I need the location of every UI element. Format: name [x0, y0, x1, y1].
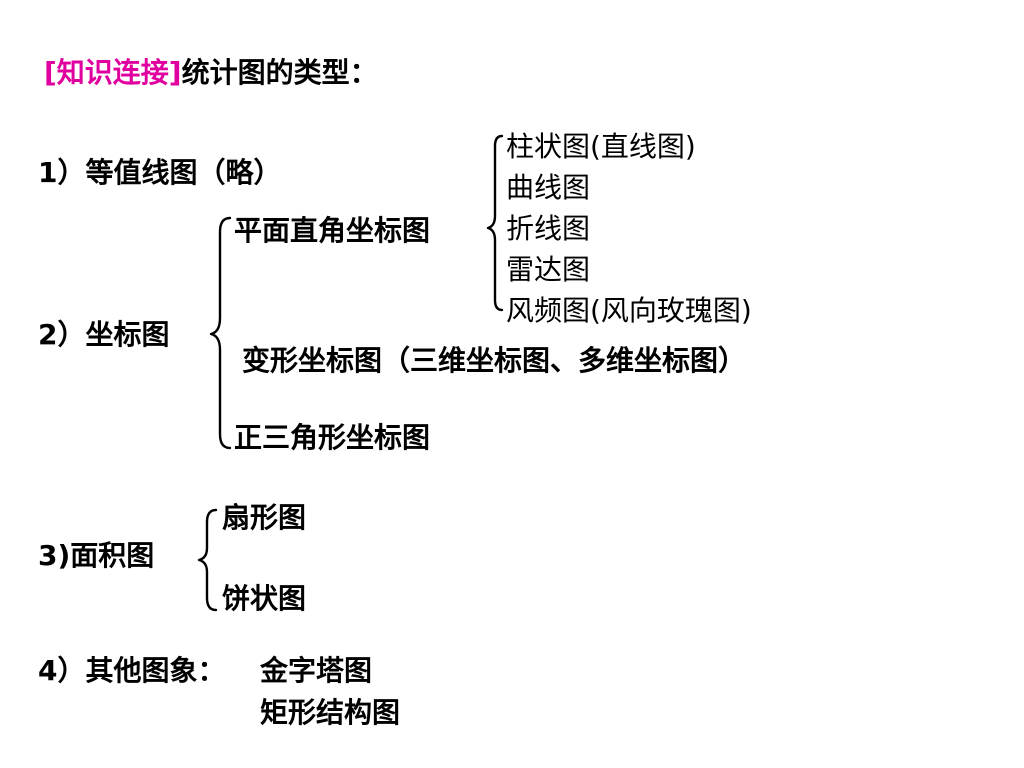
other-child-pyramid: 金字塔图	[260, 654, 373, 687]
item3-label: 3)面积图	[38, 539, 155, 572]
area-child-fan: 扇形图	[222, 501, 307, 534]
item4-label: 4）其他图象：	[38, 654, 226, 687]
heading-title: 统计图的类型：	[181, 56, 378, 89]
rect-coordinate-brace	[486, 134, 504, 312]
item1-label: 1）等值线图（略）	[38, 156, 282, 189]
area-child-pie: 饼状图	[222, 582, 307, 615]
item2-label: 2）坐标图	[38, 318, 170, 351]
deformed-coordinate-label: 变形坐标图（三维坐标图、多维坐标图）	[242, 344, 747, 377]
rect-child-curve: 曲线图	[506, 171, 591, 204]
triangle-coordinate-label: 正三角形坐标图	[234, 421, 431, 454]
rect-child-radar: 雷达图	[506, 253, 591, 286]
other-child-rect-structure: 矩形结构图	[260, 696, 401, 729]
rect-child-polyline: 折线图	[506, 212, 591, 245]
rect-child-bar: 柱状图(直线图)	[506, 130, 696, 163]
page-heading: [知识连接]统计图的类型：	[44, 56, 378, 90]
item2-brace	[209, 216, 232, 450]
rect-coordinate-label: 平面直角坐标图	[234, 214, 431, 247]
heading-tag: [知识连接]	[44, 56, 182, 89]
item3-brace	[197, 508, 218, 612]
rect-child-windrose: 风频图(风向玫瑰图)	[506, 294, 752, 327]
